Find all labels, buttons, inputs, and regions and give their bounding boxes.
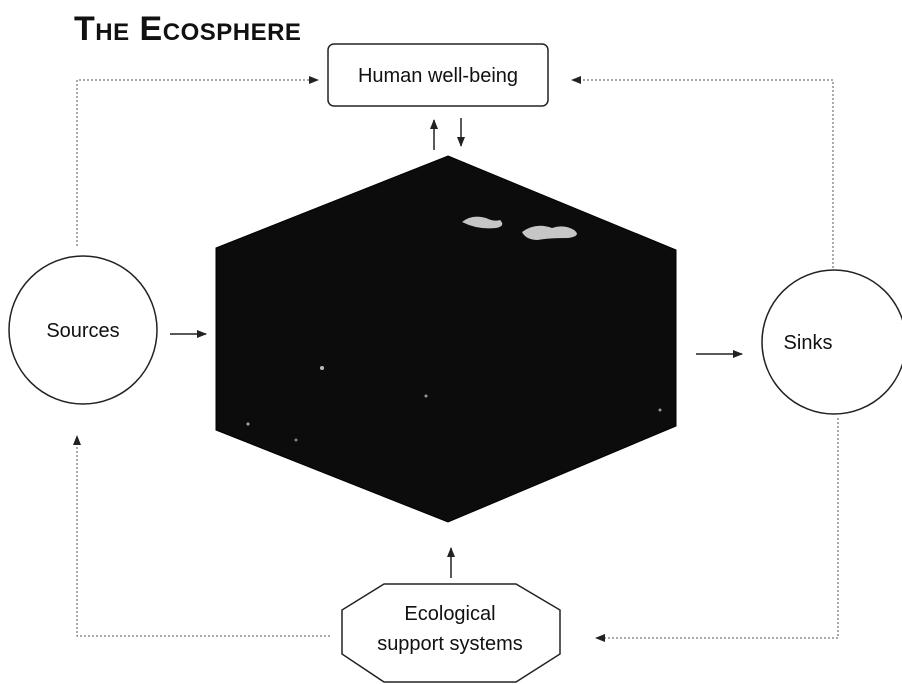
cloud-highlight xyxy=(462,216,503,229)
sources-node: Sources xyxy=(8,255,158,405)
sources-label: Sources xyxy=(46,320,119,342)
human-wellbeing-box xyxy=(327,43,549,107)
human-wellbeing-label: Human well-being xyxy=(358,65,518,87)
connector-sources-to-human xyxy=(76,76,319,246)
ecological-label-line1: Ecological xyxy=(404,603,495,625)
ecological-label-line2: support systems xyxy=(377,633,523,655)
sinks-node: Sinks xyxy=(761,269,902,415)
human-wellbeing-node: Human well-being xyxy=(327,43,549,107)
sinks-circle xyxy=(761,269,902,415)
speckle xyxy=(658,408,662,412)
speckle xyxy=(294,438,298,442)
diagram-title: The Ecosphere xyxy=(74,10,302,48)
speckle xyxy=(320,366,324,370)
connector-ecological-to-sources xyxy=(73,435,330,637)
ecological-support-octagon xyxy=(341,583,561,683)
connector-sinks-to-human xyxy=(571,76,834,268)
earth-hexagon xyxy=(215,155,677,523)
speckle xyxy=(246,422,250,426)
cloud-highlight xyxy=(522,225,577,240)
speckle xyxy=(424,394,428,398)
ecological-support-node: Ecological support systems xyxy=(341,583,561,683)
sources-circle xyxy=(8,255,158,405)
sinks-label: Sinks xyxy=(784,332,833,354)
connector-sinks-to-ecological xyxy=(595,418,839,642)
